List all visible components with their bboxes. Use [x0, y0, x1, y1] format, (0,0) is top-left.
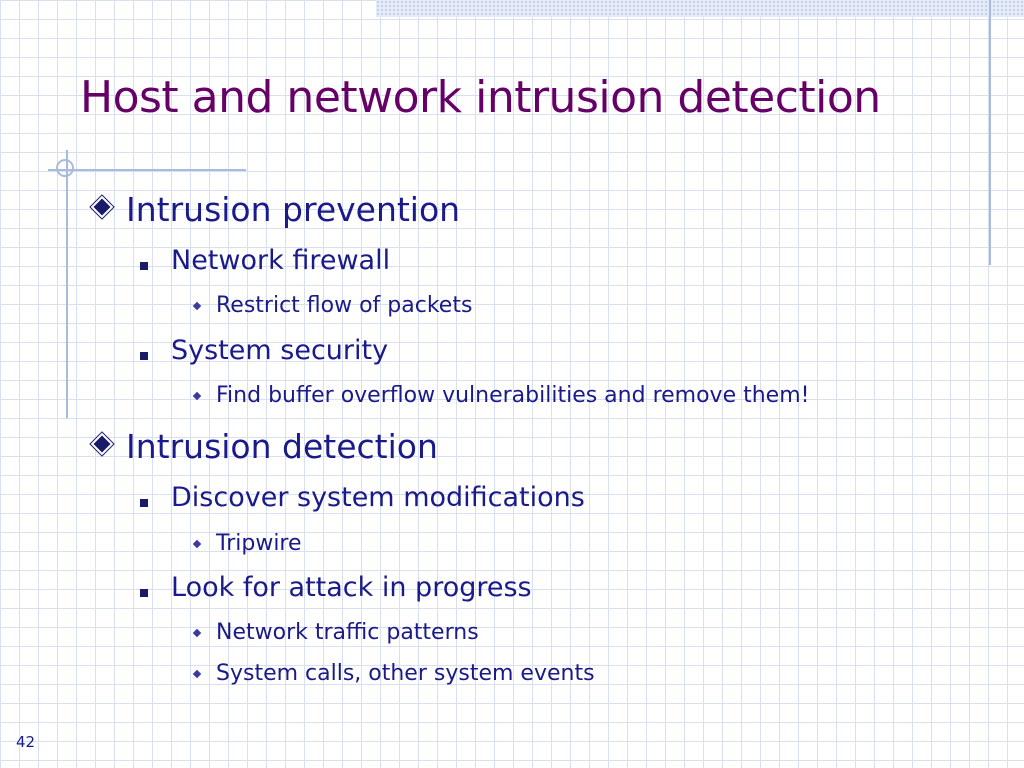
square-bullet-icon — [140, 352, 148, 360]
decorative-horizontal-line — [48, 169, 246, 171]
slide-number: 42 — [16, 733, 36, 751]
bullet-text: System security — [171, 335, 389, 366]
small-diamond-bullet-icon — [192, 391, 202, 401]
diamond-bullet-icon — [90, 195, 114, 219]
bullet-text: Find buffer overflow vulnerabilities and… — [216, 383, 810, 408]
header-band — [376, 0, 1024, 17]
bullet-text: Restrict flow of packets — [216, 293, 473, 318]
square-bullet-icon — [140, 262, 148, 270]
bullet-text: Look for attack in progress — [171, 572, 532, 603]
bullet-text: Intrusion prevention — [126, 190, 461, 229]
diamond-bullet-icon — [90, 432, 114, 456]
bullet-text: System calls, other system events — [216, 661, 595, 686]
bullet-text: Network traffic patterns — [216, 620, 479, 645]
small-diamond-bullet-icon — [192, 669, 202, 679]
square-bullet-icon — [140, 499, 148, 507]
small-diamond-bullet-icon — [192, 628, 202, 638]
bullet-text: Intrusion detection — [126, 427, 438, 466]
bullet-text: Discover system modifications — [171, 482, 585, 513]
decorative-vertical-line-right — [989, 0, 991, 265]
small-diamond-bullet-icon — [192, 539, 202, 549]
bullet-text: Network firewall — [171, 245, 391, 276]
bullet-text: Tripwire — [216, 531, 302, 556]
slide-title: Host and network intrusion detection — [80, 72, 881, 123]
decorative-vertical-line-left — [66, 150, 68, 418]
square-bullet-icon — [140, 589, 148, 597]
decorative-circle-icon — [56, 159, 74, 177]
small-diamond-bullet-icon — [192, 301, 202, 311]
